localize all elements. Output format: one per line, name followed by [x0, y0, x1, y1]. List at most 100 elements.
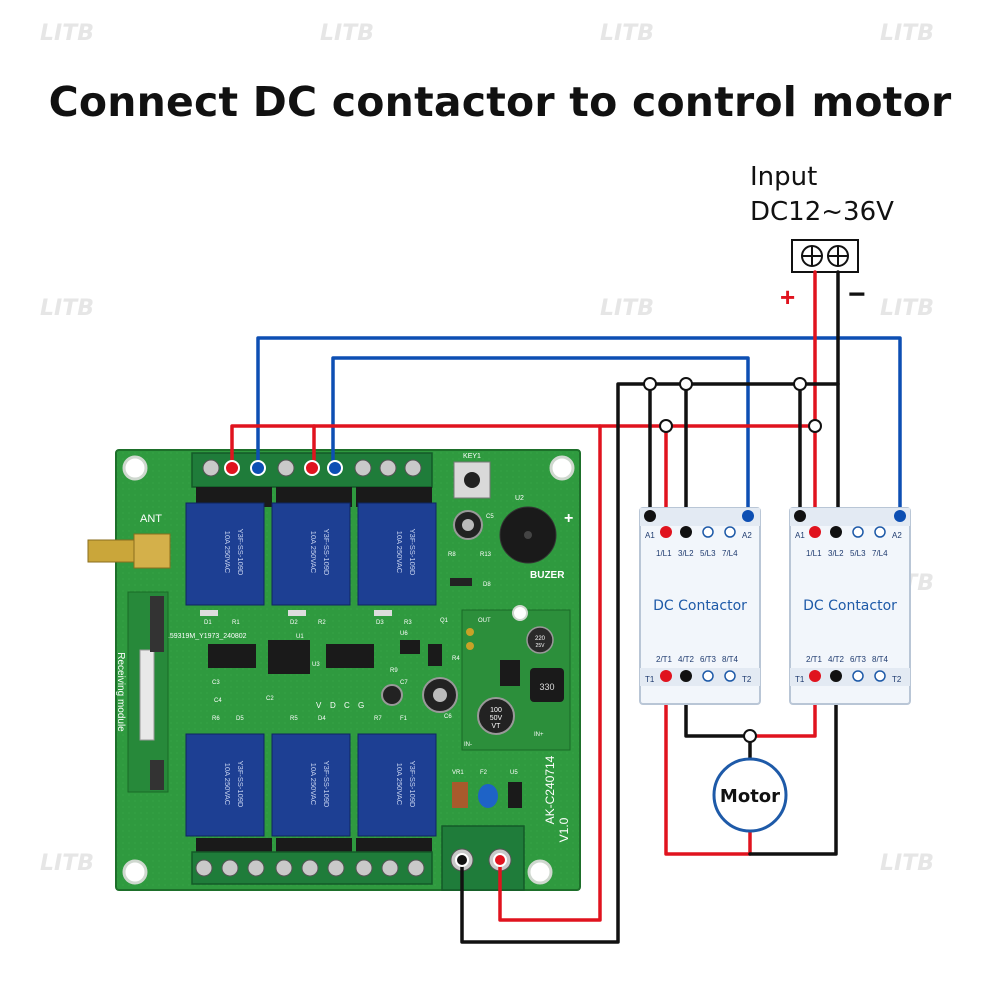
- component-label: R1: [232, 620, 240, 626]
- mounting-hole: [527, 859, 553, 885]
- power-module-out-label: OUT: [478, 618, 491, 624]
- board-plus-marker: +: [564, 510, 573, 527]
- component-label: F2: [480, 770, 488, 776]
- screw-icon: [195, 859, 213, 877]
- relay-rating: 10A 250VAC: [395, 763, 404, 806]
- junction-dot: [659, 419, 673, 433]
- capacitor-type: VT: [492, 723, 502, 730]
- pin-label: D: [330, 701, 336, 710]
- board-id: AK-C240714: [543, 755, 557, 824]
- relay: 10A 250VAC Y3F-SS-109D: [185, 502, 265, 606]
- capacitor-value: 100: [490, 707, 502, 714]
- screw-icon: [202, 459, 220, 477]
- terminal-dot-black: [794, 510, 806, 522]
- fuse: [508, 782, 522, 808]
- contactor-top-terminal: 5/L3: [700, 549, 716, 558]
- component-label: R6: [212, 716, 220, 722]
- motor-symbol: [712, 757, 788, 833]
- buzzer-chip-label: U2: [515, 495, 524, 502]
- terminal-dot-red: [660, 670, 672, 682]
- component-label: R9: [390, 668, 398, 674]
- contactor-top-terminal: 1/L1: [656, 549, 672, 558]
- pin-header: [150, 760, 164, 790]
- component-label: R8: [448, 552, 456, 558]
- diagram-title: Connect DC contactor to control motor: [48, 78, 952, 126]
- terminal-base: [356, 838, 432, 854]
- key-button-cap: [464, 472, 480, 488]
- component-label: D5: [236, 716, 244, 722]
- diode: [450, 578, 472, 586]
- component-label: D2: [290, 620, 298, 626]
- screw-icon: [874, 526, 886, 538]
- smd-led: [288, 610, 306, 616]
- motor: Motor: [712, 757, 788, 833]
- terminal-dot-black: [680, 526, 692, 538]
- watermark: LITB: [40, 21, 94, 46]
- varistor: [478, 784, 498, 808]
- screw-icon: [852, 670, 864, 682]
- terminal-base: [356, 487, 432, 507]
- inductor: [530, 668, 564, 702]
- screw-icon: [247, 859, 265, 877]
- relay-model: Y3F-SS-109D: [236, 529, 245, 576]
- screw-icon: [874, 670, 886, 682]
- receiving-module-label: Receiving module: [115, 652, 126, 732]
- relay-rating: 10A 250VAC: [395, 531, 404, 574]
- junction-dot: [643, 377, 657, 391]
- wire-blue-coil2: [256, 336, 902, 518]
- junction-dot: [808, 419, 822, 433]
- solder-pad: [466, 642, 474, 650]
- screw-icon: [724, 526, 736, 538]
- inductor-label: 330: [539, 682, 554, 692]
- capacitor-top: [433, 688, 447, 702]
- relay-model: Y3F-SS-109D: [322, 761, 331, 808]
- capacitor-220uf: [526, 626, 554, 654]
- component-label: D3: [376, 620, 384, 626]
- component-label: R7: [374, 716, 382, 722]
- relay-rating: 10A 250VAC: [223, 763, 232, 806]
- terminal-dot-red: [809, 526, 821, 538]
- screw-icon: [277, 459, 295, 477]
- component-label: D4: [318, 716, 326, 722]
- mounting-hole: [122, 455, 148, 481]
- terminal-base: [196, 487, 272, 507]
- power-input-voltage: DC12~36V: [750, 197, 894, 227]
- contactor-coil-left: A1: [795, 531, 805, 540]
- power-input: Input DC12~36V + −: [750, 162, 894, 312]
- board-wire-dots: [224, 460, 507, 867]
- relay-model: Y3F-SS-109D: [408, 529, 417, 576]
- fuse: [452, 782, 468, 808]
- contactor-bottom-left: T1: [645, 675, 655, 684]
- junction-dot: [743, 729, 757, 743]
- contactor-bottom-left: T1: [795, 675, 805, 684]
- buzzer-hole: [524, 531, 532, 539]
- terminal-dot-black: [680, 670, 692, 682]
- contactor-bottom-terminal: 8/T4: [722, 655, 739, 664]
- screw-icon: [354, 459, 372, 477]
- plus-sign: +: [780, 282, 795, 312]
- ic-chip-small: [400, 640, 420, 654]
- bottom-terminal-screws: [195, 859, 425, 877]
- antenna-label: ANT: [140, 513, 162, 525]
- contactor-top-terminal: 1/L1: [806, 549, 822, 558]
- terminal-dot-black: [455, 853, 469, 867]
- pin-header: [150, 596, 164, 652]
- screw-icon: [301, 859, 319, 877]
- contactor-bottom-terminal: 8/T4: [872, 655, 889, 664]
- contactor-coil-right: A2: [892, 531, 902, 540]
- relay-rating: 10A 250VAC: [309, 763, 318, 806]
- top-terminal-screws: [202, 459, 422, 477]
- contactor-top-terminal: 3/L2: [828, 549, 844, 558]
- watermark: LITB: [880, 851, 934, 876]
- contactor-bottom-right: T2: [742, 675, 752, 684]
- screw-icon: [355, 859, 373, 877]
- terminal-dot-red: [809, 670, 821, 682]
- watermark: LITB: [320, 21, 374, 46]
- component-label: D1: [204, 620, 212, 626]
- mounting-hole: [122, 859, 148, 885]
- contactor-bottom-terminal: 6/T3: [700, 655, 717, 664]
- ic-chip: [500, 660, 520, 686]
- junction-dot: [793, 377, 807, 391]
- component-label: F1: [400, 716, 408, 722]
